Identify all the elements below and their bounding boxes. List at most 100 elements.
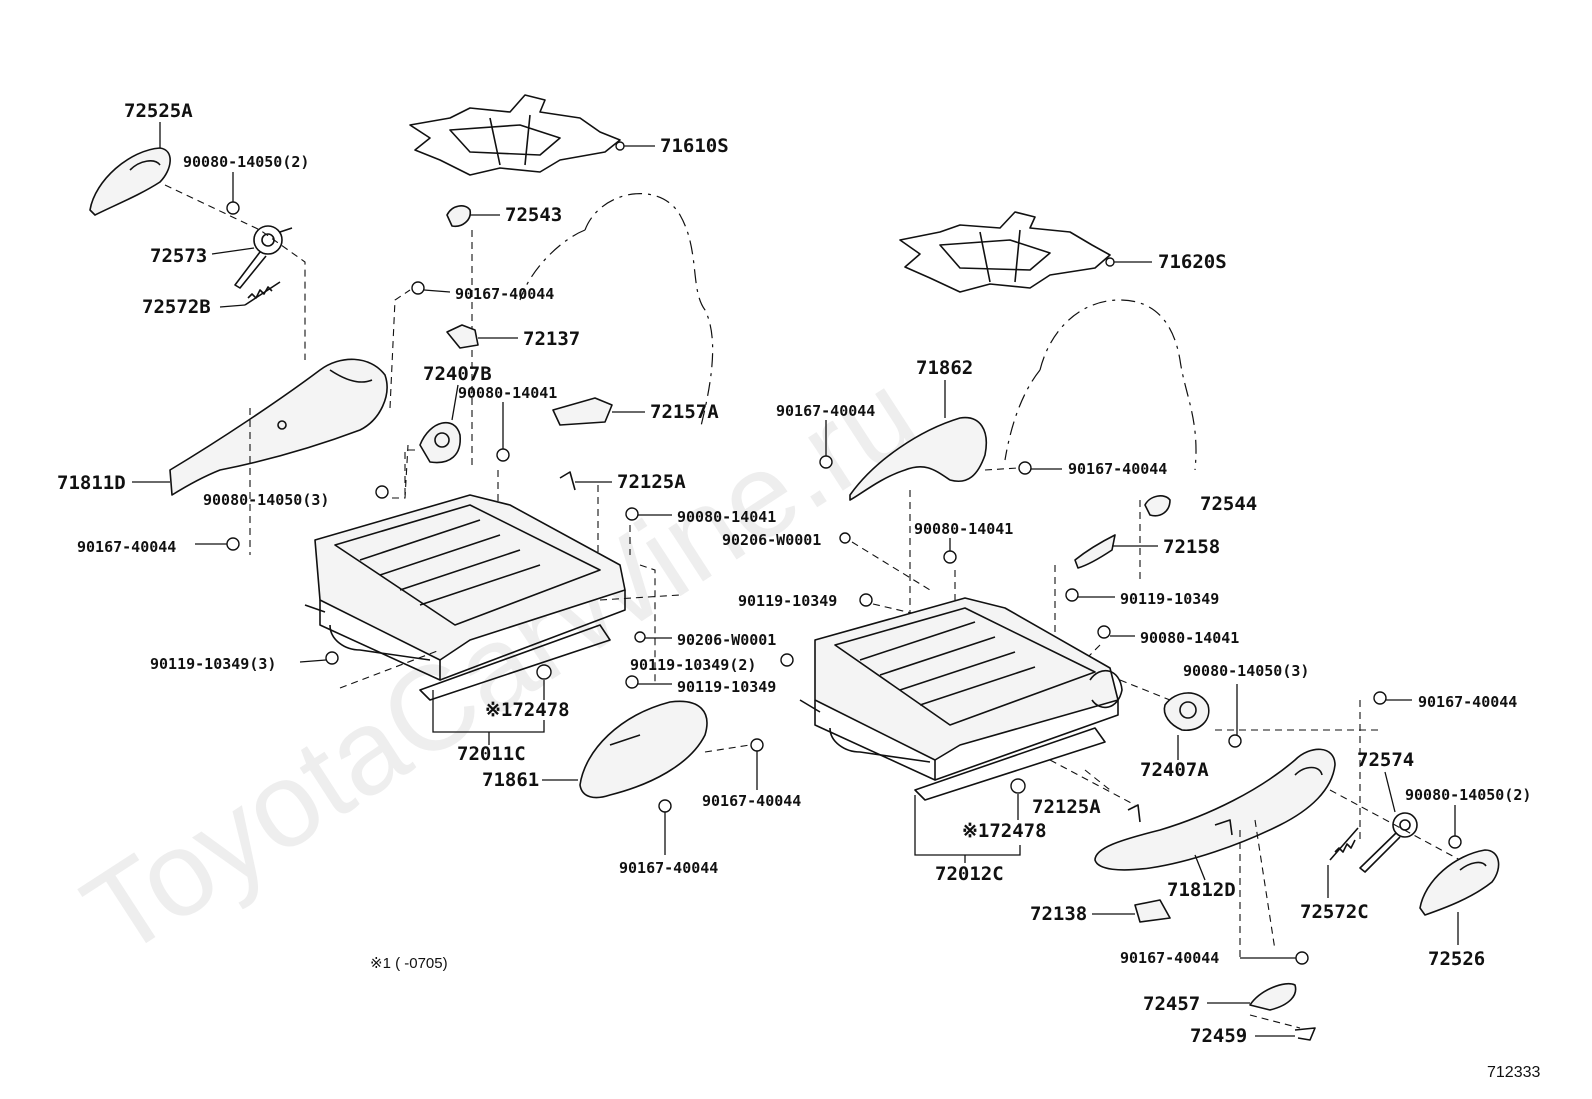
label-90080-14050-2a: 90080-14050(2) (183, 153, 309, 171)
label-72012C: 72012C (935, 863, 1004, 885)
label-90119-10349-c: 90119-10349 (1120, 590, 1219, 608)
recliner-72407B (419, 421, 461, 464)
cover-72157A (552, 397, 613, 426)
clip-72459 (1294, 1027, 1316, 1041)
bolt-90080-14041-d (1097, 625, 1111, 639)
bolt-90167-40044-e (819, 455, 833, 469)
cover-71861 (579, 700, 708, 799)
label-72572B: 72572B (142, 296, 211, 318)
label-90119-10349-3: 90119-10349(3) (150, 655, 276, 673)
bolt-90167-40044-g (1373, 691, 1387, 705)
label-71610S: 71610S (660, 135, 729, 157)
label-72543: 72543 (505, 204, 562, 226)
label-72407A: 72407A (1140, 759, 1209, 781)
label-90206-W0001-b: 90206-W0001 (722, 531, 821, 549)
label-72478-a: ※172478 (485, 699, 570, 721)
bolt-90167-40044-f (1018, 461, 1032, 475)
label-72158: 72158 (1163, 536, 1220, 558)
label-90167-40044-b: 90167-40044 (455, 285, 554, 303)
bolt-90080-14041-b (625, 507, 639, 521)
label-72157A: 72157A (650, 401, 719, 423)
bracket-72543 (446, 205, 472, 228)
label-90080-14050-3a: 90080-14050(3) (203, 491, 329, 509)
bolt-90080-14041-a (496, 448, 510, 462)
clip-72125A-a (559, 471, 576, 491)
label-72574: 72574 (1357, 749, 1414, 771)
label-90167-40044-f: 90167-40044 (1068, 460, 1167, 478)
label-72457: 72457 (1143, 993, 1200, 1015)
bolt-90119-10349-c (1065, 588, 1079, 602)
label-71811D: 71811D (57, 472, 126, 494)
label-72525A: 72525A (124, 100, 193, 122)
label-72138: 72138 (1030, 903, 1087, 925)
bolt-90080-14050-d (1448, 835, 1462, 849)
bolt-90167-40044-h (1295, 951, 1309, 965)
label-90080-14041-c: 90080-14041 (914, 520, 1013, 538)
cover-72158 (1074, 534, 1116, 569)
label-90080-14041-a: 90080-14041 (458, 384, 557, 402)
label-90080-14050-3b: 90080-14050(3) (1183, 662, 1309, 680)
bolt-90119-10349-b (859, 593, 873, 607)
label-72011C: 72011C (457, 743, 526, 765)
recliner-72407A (1163, 692, 1210, 731)
label-90167-40044-e: 90167-40044 (776, 402, 875, 420)
bolt-90167-40044-d (658, 799, 672, 813)
knob-72525A (89, 147, 171, 216)
label-90167-40044-h: 90167-40044 (1120, 949, 1219, 967)
spring-mat-71610S (409, 94, 625, 176)
bracket-72544 (1144, 495, 1171, 517)
label-90080-14050-2b: 90080-14050(2) (1405, 786, 1531, 804)
side-cover-71812D (1094, 748, 1336, 871)
side-cover-71811D (169, 358, 388, 496)
cover-72457 (1249, 983, 1297, 1011)
bolt-90080-14041-c (943, 550, 957, 564)
label-90080-14041-d: 90080-14041 (1140, 629, 1239, 647)
label-90167-40044-d: 90167-40044 (619, 859, 718, 877)
label-72573: 72573 (150, 245, 207, 267)
seat-frame-72011C (304, 494, 626, 701)
bolt-90119-10349-2 (780, 653, 794, 667)
label-72137: 72137 (523, 328, 580, 350)
bolt-90080-14050-c (1228, 734, 1242, 748)
label-71812D: 71812D (1167, 879, 1236, 901)
label-72544: 72544 (1200, 493, 1257, 515)
knob-72526 (1419, 849, 1500, 916)
nut-72478-b (1010, 778, 1026, 794)
label-72125A-a: 72125A (617, 471, 686, 493)
label-90167-40044-c: 90167-40044 (702, 792, 801, 810)
label-90119-10349-a: 90119-10349 (677, 678, 776, 696)
bolt-90080-14050-b (375, 485, 389, 499)
seat-back-outline-left (519, 193, 714, 431)
bolt-90167-40044-c (750, 738, 764, 752)
nut-90206-W0001-b (839, 532, 851, 544)
nut-90206-W0001-a (634, 631, 646, 643)
label-71862: 71862 (916, 357, 973, 379)
label-90080-14041-b: 90080-14041 (677, 508, 776, 526)
label-71861: 71861 (482, 769, 539, 791)
spring-72572B (244, 281, 281, 306)
label-90206-W0001-a: 90206-W0001 (677, 631, 776, 649)
label-71620S: 71620S (1158, 251, 1227, 273)
label-90119-10349-b: 90119-10349 (738, 592, 837, 610)
bolt-90119-10349-3 (325, 651, 339, 665)
label-72572C: 72572C (1300, 901, 1369, 923)
bolt-90167-40044-a (226, 537, 240, 551)
cover-72137 (446, 324, 479, 349)
nut-72478-a (536, 664, 552, 680)
spring-mat-71620S (899, 211, 1115, 293)
bolt-90119-10349-a (625, 675, 639, 689)
cover-72138 (1134, 899, 1171, 923)
label-72407B: 72407B (423, 363, 492, 385)
seat-back-outline-right (1004, 299, 1197, 471)
seat-frame-72012C (799, 597, 1123, 801)
lever-72573 (234, 225, 293, 289)
label-72459: 72459 (1190, 1025, 1247, 1047)
bolt-90167-40044-b (411, 281, 425, 295)
figure-code: 712333 (1487, 1064, 1540, 1081)
label-90167-40044-a: 90167-40044 (77, 538, 176, 556)
spring-72572C (1329, 827, 1359, 861)
bolt-90080-14050-a (226, 201, 240, 215)
label-72526: 72526 (1428, 948, 1485, 970)
label-72478-b: ※172478 (962, 820, 1047, 842)
